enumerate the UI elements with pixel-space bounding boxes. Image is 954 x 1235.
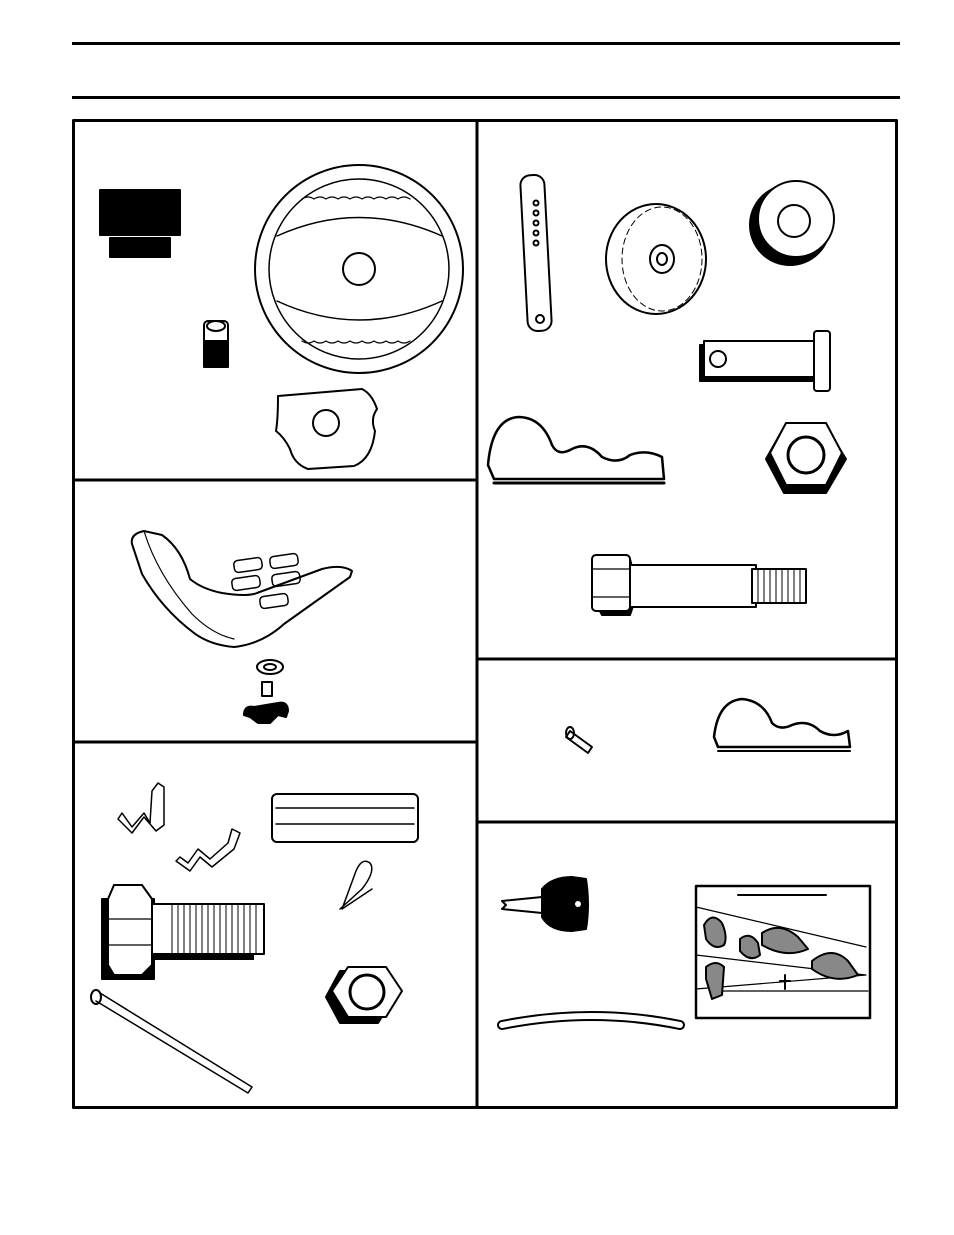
- hair-pin-icon: [340, 861, 372, 909]
- rod-icon: [91, 990, 252, 1093]
- parts-frame: [72, 119, 898, 1109]
- spacer-icon: [750, 181, 834, 265]
- insert-icon: [276, 389, 377, 469]
- top-rule: [72, 42, 900, 45]
- tube-icon: [502, 1016, 680, 1025]
- nut-icon: [326, 967, 402, 1023]
- seat-icon: [132, 531, 352, 647]
- ignition-key-icon: [502, 877, 588, 931]
- panel-gauge-wheel: [488, 174, 846, 615]
- hair-pin-icon: [488, 417, 664, 483]
- link-icon: [520, 174, 552, 331]
- grip-icon: [272, 794, 418, 842]
- pin-icon: [566, 727, 592, 753]
- panel-seat: [132, 531, 352, 723]
- steering-wheel-icon: [255, 165, 463, 373]
- bracket-icon: [118, 783, 164, 833]
- panel-hardware-left: [91, 783, 418, 1093]
- header-rule: [72, 96, 900, 99]
- washer-icon: [257, 660, 283, 674]
- clevis-pin-icon: [700, 331, 830, 391]
- panel-key-manual: [502, 877, 870, 1025]
- decal-icon: [696, 886, 870, 1018]
- adapter-sleeve-icon: [204, 321, 228, 367]
- nut-icon: [766, 423, 846, 493]
- hair-pin-icon: [714, 699, 850, 751]
- panel-steering: [100, 165, 463, 469]
- bracket-icon: [176, 829, 240, 871]
- wheel-icon: [606, 204, 706, 314]
- steering-cap-icon: [100, 190, 180, 257]
- bolt-icon: [102, 885, 264, 979]
- knob-icon: [244, 682, 288, 723]
- panel-pin-clip: [566, 699, 850, 753]
- shoulder-bolt-icon: [592, 555, 806, 615]
